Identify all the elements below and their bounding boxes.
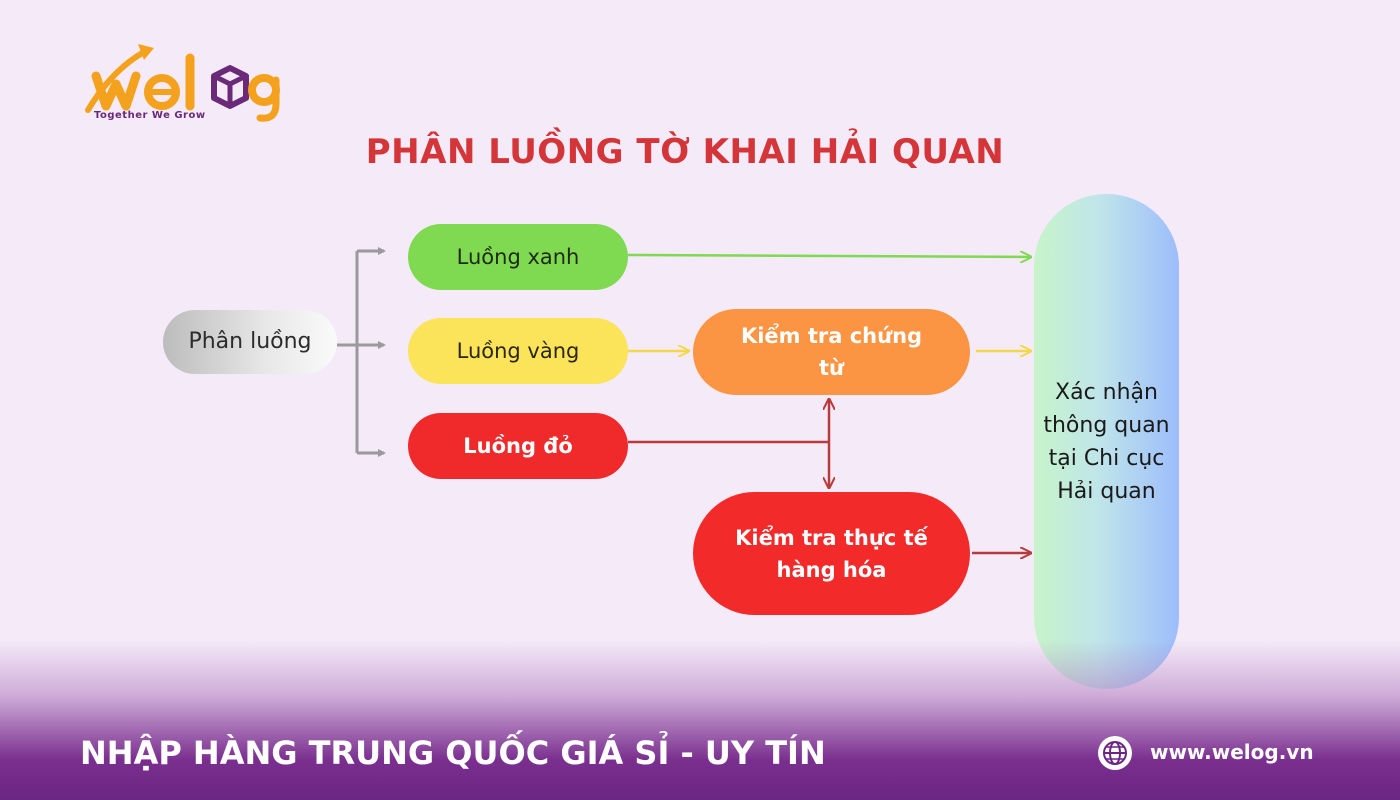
brand-tagline: Together We Grow: [94, 110, 206, 121]
node-kiem-tra-thuc-te-hang-hoa: Kiểm tra thực tế hàng hóa: [693, 492, 970, 615]
footer-website-link[interactable]: www.welog.vn: [1150, 740, 1314, 764]
node-luong-do: Luồng đỏ: [408, 413, 628, 479]
footer-band: [0, 640, 1400, 800]
node-luong-vang: Luồng vàng: [408, 318, 628, 384]
globe-icon: [1097, 735, 1133, 771]
logo-mark: [85, 44, 280, 122]
green-to-confirm-arrow: [627, 255, 1030, 257]
node-luong-xanh: Luồng xanh: [408, 224, 628, 290]
node-xac-nhan-thong-quan: Xác nhận thông quan tại Chi cục Hải quan: [1034, 194, 1179, 689]
brand-logo: Together We Grow: [82, 40, 282, 130]
diagram-title: PHÂN LUỒNG TỜ KHAI HẢI QUAN: [365, 132, 1005, 172]
branch-connector: [337, 247, 386, 457]
node-phan-luong: Phân luồng: [163, 310, 337, 374]
red-branch-connector: [628, 400, 829, 487]
footer-slogan: NHẬP HÀNG TRUNG QUỐC GIÁ SỈ - UY TÍN: [80, 734, 826, 772]
node-kiem-tra-chung-tu: Kiểm tra chứng từ: [693, 309, 970, 395]
